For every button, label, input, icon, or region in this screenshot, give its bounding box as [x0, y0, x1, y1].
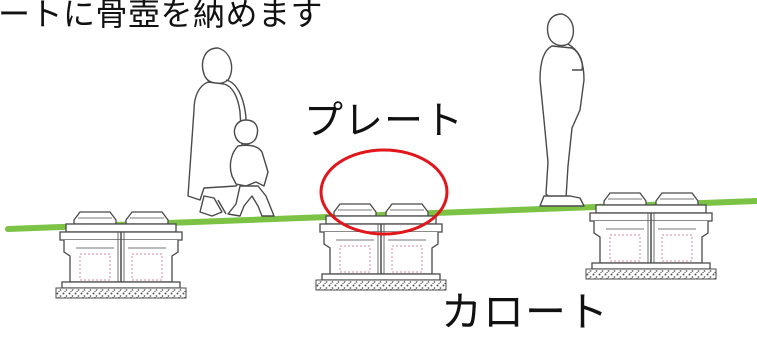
heading-text: ートに骨壺を納めます: [0, 0, 324, 33]
plate-highlight-circle: [319, 148, 449, 236]
karoto-label: カロート: [441, 288, 609, 336]
grave-unit-center: [315, 203, 447, 291]
person-on-phone-icon: [539, 13, 585, 207]
child-icon: [227, 119, 275, 217]
grave-unit-right: [585, 192, 717, 280]
plate-label: プレート: [304, 99, 465, 144]
grave-unit-left: [55, 211, 187, 299]
